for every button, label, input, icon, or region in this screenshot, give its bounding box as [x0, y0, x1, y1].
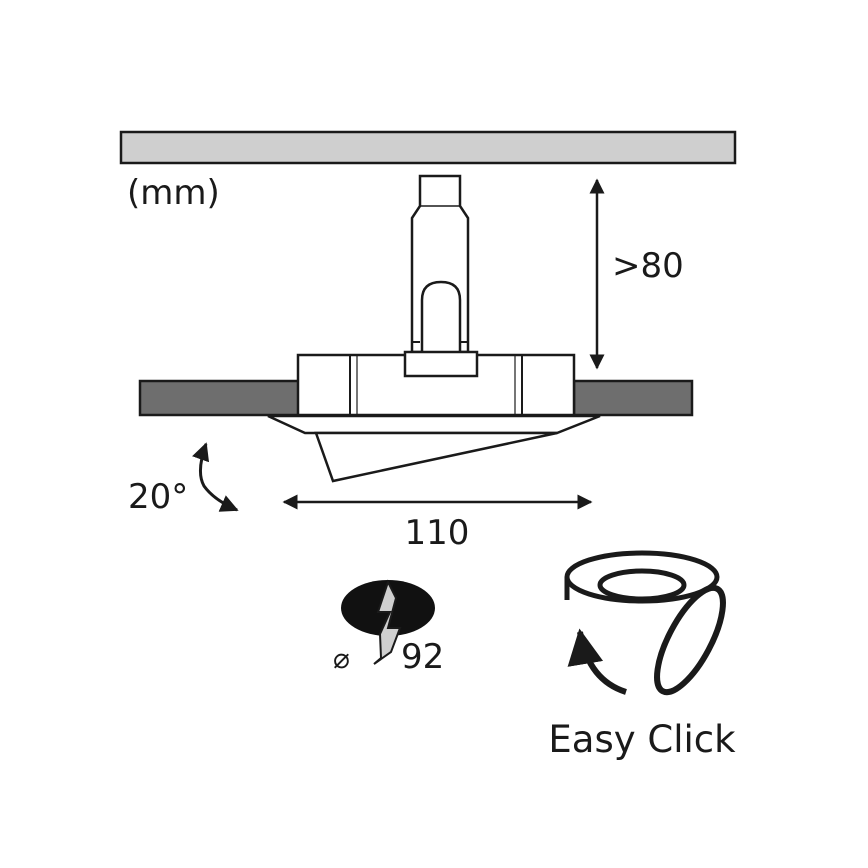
fixture-housing [296, 350, 576, 417]
unit-label: (mm) [127, 173, 220, 213]
trim-ring [267, 414, 601, 435]
easy-click-icon [564, 550, 726, 696]
easy-click-label: Easy Click [548, 718, 736, 761]
tilt-angle-label: 20° [128, 477, 188, 517]
width-label: 110 [405, 513, 470, 553]
mounting-bracket [410, 174, 470, 354]
ceiling-board-left [138, 379, 302, 417]
ceiling-board-right [572, 379, 694, 417]
ceiling-slab [119, 130, 737, 165]
cutout-diameter-symbol: ⌀ [333, 642, 350, 675]
cutout-diameter-value: 92 [401, 637, 444, 677]
tilted-lamp-insert [314, 431, 558, 483]
cutout-icon [341, 579, 435, 665]
tilt-curved-arrow [192, 442, 239, 512]
depth-label: >80 [612, 246, 684, 286]
